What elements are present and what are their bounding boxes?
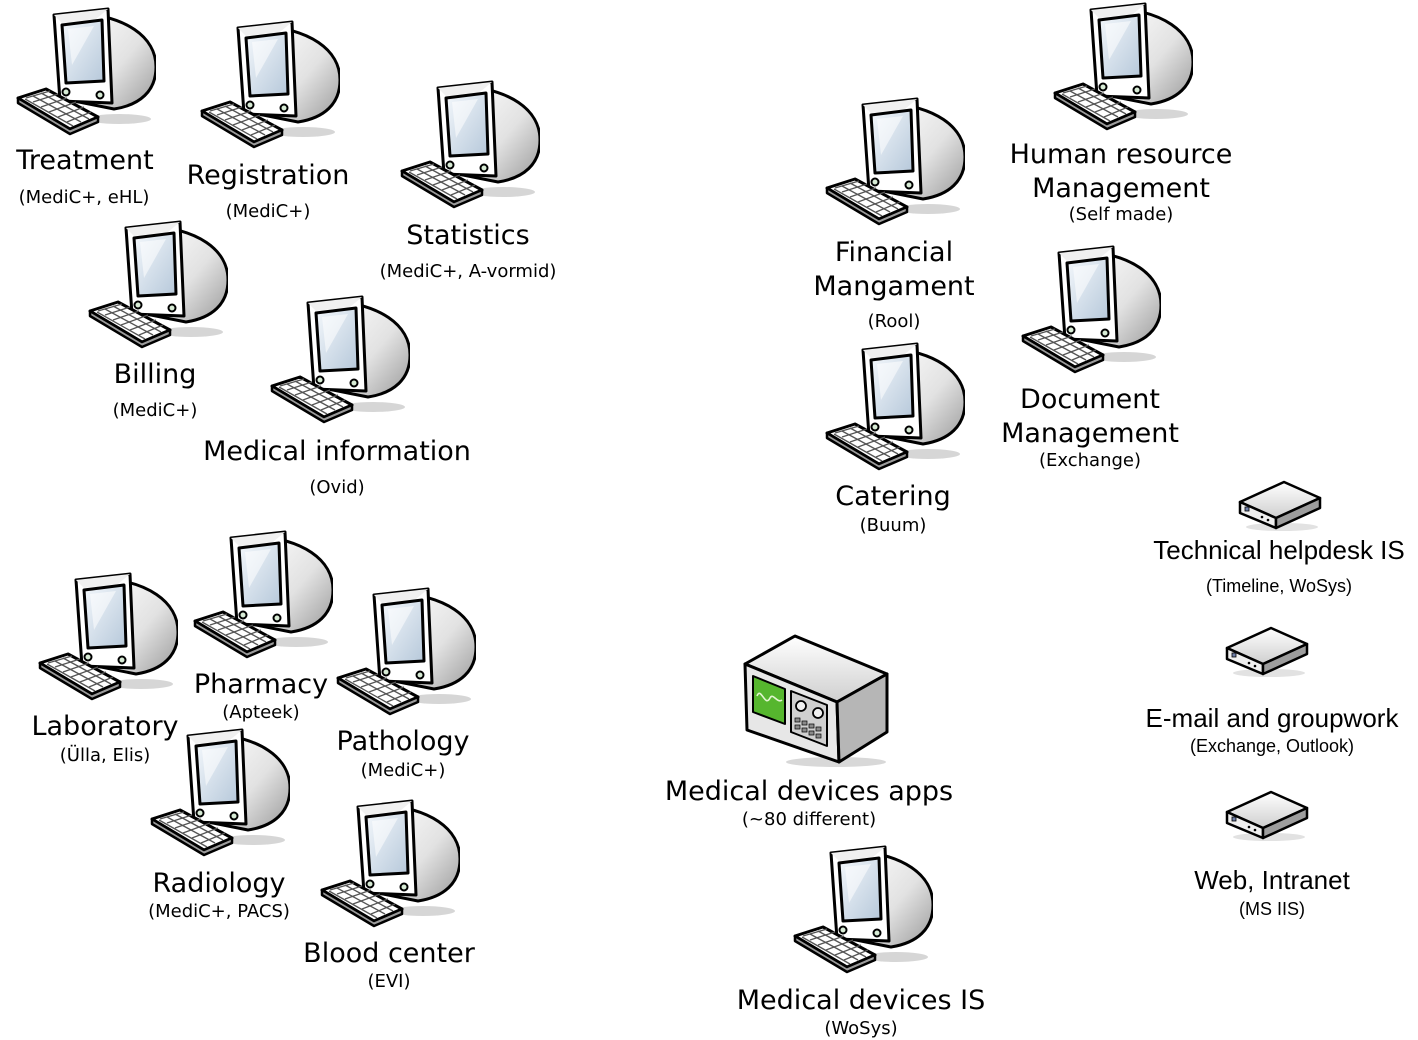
medical-device-icon (741, 634, 891, 769)
server-icon (1238, 480, 1322, 532)
system-title: Human resource Management (1010, 138, 1233, 206)
system-title: Technical helpdesk IS (1153, 535, 1405, 565)
system-software: (MediC+, A-vormid) (379, 261, 557, 282)
system-software: (MediC+) (225, 201, 311, 222)
system-title-line: Management (1001, 418, 1179, 449)
computer-icon (270, 293, 410, 428)
system-title: Billing (113, 359, 197, 390)
system-software: (Exchange) (1039, 450, 1141, 471)
system-software: (Exchange, Outlook) (1189, 736, 1355, 756)
server-icon (1225, 626, 1309, 678)
system-title-line: Human resource (1009, 139, 1233, 170)
system-software: (Self made) (1068, 204, 1174, 225)
system-title: Pathology (336, 726, 470, 757)
computer-icon (150, 726, 290, 861)
system-software: (Ovid) (309, 477, 365, 498)
computer-icon (1021, 243, 1161, 378)
system-title-line: Financial (834, 237, 954, 268)
computer-icon (825, 340, 965, 475)
system-software: (MediC+) (112, 400, 198, 421)
computer-icon (793, 843, 933, 978)
system-software: (Buum) (859, 515, 927, 536)
system-title-line: Management (1032, 173, 1210, 204)
computer-icon (336, 585, 476, 720)
system-title: Catering (835, 481, 951, 512)
computer-icon (193, 528, 333, 663)
system-software: (MS IIS) (1239, 899, 1305, 919)
computer-icon (200, 18, 340, 153)
system-title: Medical devices apps (664, 776, 954, 807)
system-title: E-mail and groupwork (1145, 703, 1399, 733)
computer-icon (400, 78, 540, 213)
computer-icon (825, 95, 965, 230)
system-title-line: Document (1020, 384, 1160, 415)
system-software: (~80 different) (741, 809, 877, 830)
computer-icon (1053, 0, 1193, 135)
system-title-line: Mangament (813, 271, 975, 302)
system-title: Medical devices IS (736, 985, 986, 1016)
system-title: Document Management (1001, 383, 1179, 451)
server-icon (1225, 790, 1309, 842)
system-software: (MediC+, PACS) (148, 901, 290, 922)
system-title: Radiology (152, 868, 286, 899)
system-software: (Rool) (867, 311, 921, 332)
computer-icon (38, 570, 178, 705)
system-title: Laboratory (31, 711, 179, 742)
system-software: (MediC+) (360, 760, 446, 781)
system-software: (Timeline, WoSys) (1205, 576, 1353, 596)
system-title: Treatment (16, 145, 154, 176)
system-title: Financial Mangament (813, 236, 974, 304)
system-software: (MediC+, eHL) (18, 187, 150, 208)
system-software: (Apteek) (222, 702, 300, 723)
system-software: (WoSys) (824, 1018, 898, 1039)
computer-icon (320, 797, 460, 932)
system-title: Registration (186, 160, 350, 191)
system-title: Statistics (406, 220, 530, 251)
system-title: Web, Intranet (1194, 865, 1350, 895)
system-title: Medical information (203, 436, 471, 467)
system-software: (EVI) (367, 971, 411, 992)
computer-icon (88, 218, 228, 353)
computer-icon (16, 5, 156, 140)
system-software: (Ülla, Elis) (59, 745, 151, 766)
system-title: Blood center (303, 938, 475, 969)
system-title: Pharmacy (193, 669, 329, 700)
